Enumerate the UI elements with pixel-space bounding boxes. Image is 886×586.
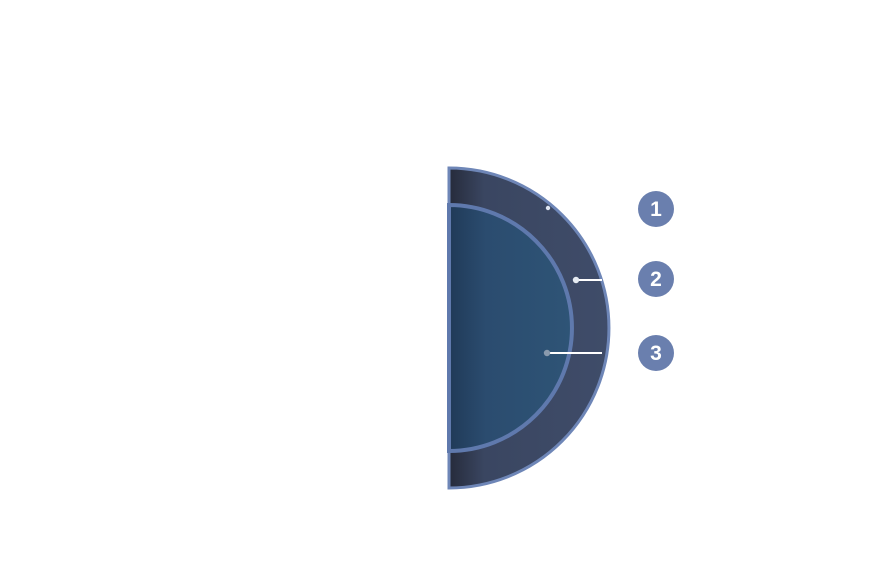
marker-1-label: 1: [650, 197, 662, 221]
marker-1-badge: 1: [638, 191, 674, 227]
leader-dot-3: [543, 349, 551, 357]
marker-2-badge: 2: [638, 261, 674, 297]
leader-dot-2: [572, 276, 580, 284]
marker-3-label: 3: [650, 341, 662, 365]
edge-highlight-1: [545, 205, 551, 211]
inner-disc: [447, 202, 574, 454]
marker-2-label: 2: [650, 267, 662, 291]
marker-3-badge: 3: [638, 335, 674, 371]
